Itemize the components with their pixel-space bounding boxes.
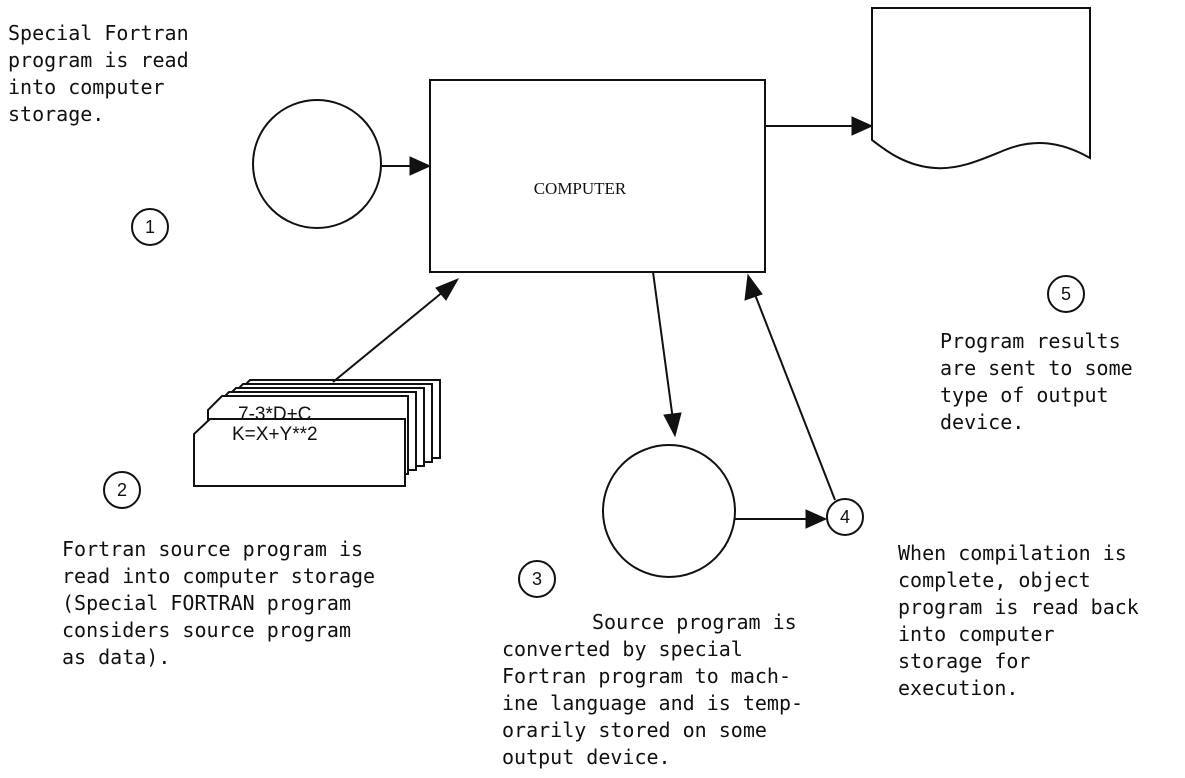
step-2-circle [103, 471, 141, 509]
step-5-description: Program results are sent to some type of… [940, 329, 1145, 434]
step-4-line: complete, object [898, 568, 1091, 592]
card-statement-front: K=X+Y**2 [232, 424, 318, 445]
step-1-description: Special Fortran program is read into com… [8, 21, 201, 126]
step-2-description: Fortran source program is read into comp… [62, 537, 387, 669]
step-3-line: converted by special [502, 637, 743, 661]
step-1-line: Special Fortran [8, 21, 189, 45]
step-3-number: 3 [532, 569, 542, 589]
step-2-line: considers source program [62, 618, 351, 642]
step-3-line: orarily stored on some [502, 718, 767, 742]
step-4-line: into computer [898, 622, 1055, 646]
punched-card-front [193, 418, 406, 487]
step-5-line: Program results [940, 329, 1121, 353]
step-3-line: Source program is [592, 610, 797, 634]
step-2-number: 2 [117, 480, 127, 500]
step-1-line: storage. [8, 102, 104, 126]
step-2-line: as data). [62, 645, 170, 669]
computer-box [429, 79, 766, 273]
step-4-line: program is read back [898, 595, 1139, 619]
input-device-circle [252, 99, 382, 229]
arrow-storage-to-step-4 [735, 509, 828, 529]
step-3-description: Source program is converted by special F… [502, 610, 815, 769]
step-4-line: storage for [898, 649, 1030, 673]
step-5-line: are sent to some [940, 356, 1133, 380]
step-5-line: device. [940, 410, 1024, 434]
arrow-deck-to-computer [332, 277, 460, 383]
step-1-line: into computer [8, 75, 165, 99]
step-1-line: program is read [8, 48, 189, 72]
step-4-badge: 4 [826, 498, 864, 536]
step-4-number: 4 [840, 507, 850, 527]
step-2-line: Fortran source program is [62, 537, 363, 561]
arrow-step-4-to-computer [744, 273, 836, 501]
step-2-line: (Special FORTRAN program [62, 591, 351, 615]
step-3-line: output device. [502, 745, 671, 769]
step-3-badge: 3 [518, 560, 556, 598]
arrow-computer-to-output [765, 116, 874, 136]
step-4-description: When compilation is complete, object pro… [898, 541, 1151, 700]
step-5-line: type of output [940, 383, 1109, 407]
punched-card-deck: 7-3*D+C K=X+Y**2 [193, 379, 441, 487]
step-5-number: 5 [1061, 284, 1071, 304]
step-5-circle [1047, 275, 1085, 313]
arrow-computer-to-storage [652, 271, 682, 438]
step-1-number: 1 [145, 217, 155, 237]
arrow-input-to-computer [381, 156, 432, 176]
printed-output-document [871, 7, 1091, 170]
step-1-circle [131, 208, 169, 246]
step-3-circle [518, 560, 556, 598]
step-5-badge: 5 [1047, 275, 1085, 313]
step-4-line: When compilation is [898, 541, 1127, 565]
step-3-line: Fortran program to mach- [502, 664, 791, 688]
intermediate-storage-circle [602, 444, 736, 578]
step-4-line: execution. [898, 676, 1018, 700]
step-4-circle [826, 498, 864, 536]
computer-label: COMPUTER [534, 179, 627, 198]
step-2-badge: 2 [103, 471, 141, 509]
step-1-badge: 1 [131, 208, 169, 246]
step-3-line: ine language and is temp- [502, 691, 803, 715]
step-2-line: read into computer storage [62, 564, 375, 588]
